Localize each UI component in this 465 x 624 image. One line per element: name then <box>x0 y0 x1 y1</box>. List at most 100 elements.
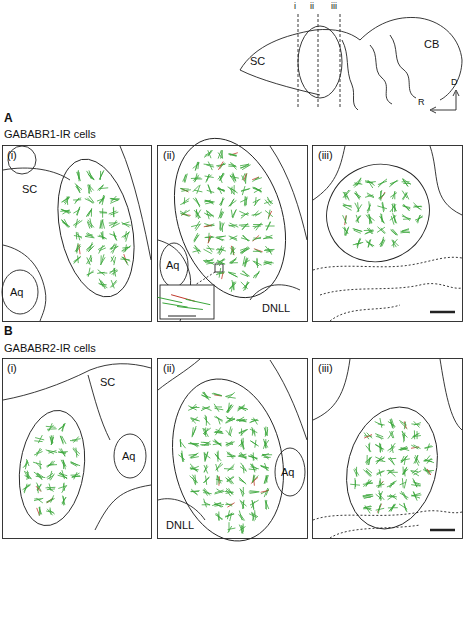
cell-orientation-mark <box>257 259 259 268</box>
cell-orientation-mark <box>369 214 372 223</box>
cell-orientation-mark <box>376 494 382 499</box>
cell-orientation-mark <box>263 235 272 239</box>
cell-orientation-mark <box>252 429 254 436</box>
cell-orientation-mark <box>36 463 42 469</box>
cell-orientation-mark <box>25 461 27 470</box>
cell-orientation-mark <box>380 478 382 487</box>
cell-orientation-mark <box>218 262 226 264</box>
region-label: B <box>4 325 13 338</box>
cell-orientation-mark <box>357 239 360 246</box>
cell-orientation-mark <box>87 245 92 252</box>
cell-orientation-mark <box>414 205 422 207</box>
cell-orientation-mark <box>265 440 269 446</box>
cell-orientation-mark <box>101 221 102 229</box>
cell-orientation-mark <box>387 470 395 471</box>
cell-orientation-mark <box>390 193 397 198</box>
cell-orientation-mark <box>194 190 202 192</box>
cell-orientation-mark <box>24 485 30 489</box>
cell-orientation-mark <box>72 439 81 440</box>
cell-orientation-mark <box>195 221 200 229</box>
cell-orientation-mark <box>251 455 255 461</box>
cell-orientation-mark <box>346 227 349 236</box>
cell-orientation-mark <box>216 238 225 240</box>
cell-orientation-mark <box>242 224 247 230</box>
cell-orientation-mark <box>391 180 398 185</box>
cell-orientation-mark <box>413 436 421 437</box>
cell-orientation-mark <box>402 206 410 209</box>
cell-orientation-mark <box>63 460 64 469</box>
cell-orientation-mark <box>229 488 232 494</box>
cell-orientation-mark <box>264 475 267 483</box>
cell-orientation-mark <box>392 203 394 212</box>
cell-orientation-mark <box>404 469 406 476</box>
cell-orientation-mark <box>240 488 245 493</box>
cell-orientation-mark <box>186 299 211 304</box>
cell-orientation-mark <box>264 262 271 265</box>
cell-orientation-mark <box>383 202 385 211</box>
cell-orientation-mark <box>251 477 258 483</box>
cell-orientation-mark <box>378 503 381 511</box>
cell-orientation-mark <box>252 500 254 510</box>
cell-orientation-mark <box>354 480 356 489</box>
cell-orientation-mark <box>73 199 81 200</box>
cell-orientation-mark <box>59 424 66 430</box>
cell-orientation-mark <box>227 443 233 446</box>
cell-orientation-mark <box>388 494 396 500</box>
cell-orientation-mark <box>241 212 248 218</box>
cell-orientation-mark <box>195 198 199 206</box>
cell-orientation-mark <box>110 244 117 249</box>
cell-orientation-mark <box>240 165 249 168</box>
cell-orientation-mark <box>402 230 409 232</box>
cell-orientation-mark <box>60 451 68 453</box>
cell-orientation-mark <box>208 185 211 194</box>
cell-orientation-mark <box>219 246 222 254</box>
cell-orientation-mark <box>204 418 210 425</box>
cell-orientation-mark <box>375 457 383 461</box>
cell-orientation-mark <box>399 504 407 509</box>
cell-orientation-mark <box>102 219 104 228</box>
region-label: Aq <box>122 450 135 462</box>
cell-orientation-mark <box>366 479 369 486</box>
cell-orientation-mark <box>244 174 247 181</box>
cell-orientation-mark <box>110 280 116 287</box>
cell-orientation-mark <box>367 455 368 465</box>
region-label: DNLL <box>262 302 290 314</box>
cell-orientation-mark <box>392 239 398 246</box>
cell-orientation-mark <box>404 503 406 511</box>
cell-orientation-mark <box>394 215 395 223</box>
cell-orientation-mark <box>204 224 212 227</box>
cell-orientation-mark <box>74 257 81 264</box>
cell-orientation-mark <box>71 462 80 465</box>
cell-orientation-mark <box>123 246 131 251</box>
cell-orientation-mark <box>196 210 201 218</box>
cell-orientation-mark <box>196 199 200 208</box>
cell-orientation-mark <box>215 431 222 432</box>
cell-orientation-mark <box>229 426 231 435</box>
cell-orientation-mark <box>251 419 258 422</box>
cell-orientation-mark <box>214 440 221 446</box>
cell-orientation-mark <box>126 232 129 242</box>
cell-orientation-mark <box>380 418 382 428</box>
cell-orientation-mark <box>262 455 269 460</box>
cell-orientation-mark <box>180 442 185 449</box>
cell-orientation-mark <box>427 458 432 464</box>
cell-orientation-mark <box>381 213 383 222</box>
cell-orientation-mark <box>233 282 234 291</box>
cell-orientation-mark <box>87 256 92 264</box>
cell-orientation-mark <box>70 440 78 441</box>
cell-orientation-mark <box>180 439 181 447</box>
cell-orientation-mark <box>74 236 82 238</box>
cell-orientation-mark <box>99 185 103 191</box>
cell-orientation-mark <box>239 454 247 456</box>
cell-orientation-mark <box>62 460 66 467</box>
cell-orientation-mark <box>190 442 198 447</box>
cell-orientation-mark <box>36 483 41 492</box>
cell-orientation-mark <box>111 199 120 200</box>
cell-orientation-mark <box>241 525 242 534</box>
cell-orientation-mark <box>113 220 116 226</box>
cell-orientation-mark <box>365 457 371 462</box>
cell-orientation-mark <box>229 273 238 278</box>
cell-orientation-mark <box>229 155 237 156</box>
cell-orientation-mark <box>226 397 236 399</box>
